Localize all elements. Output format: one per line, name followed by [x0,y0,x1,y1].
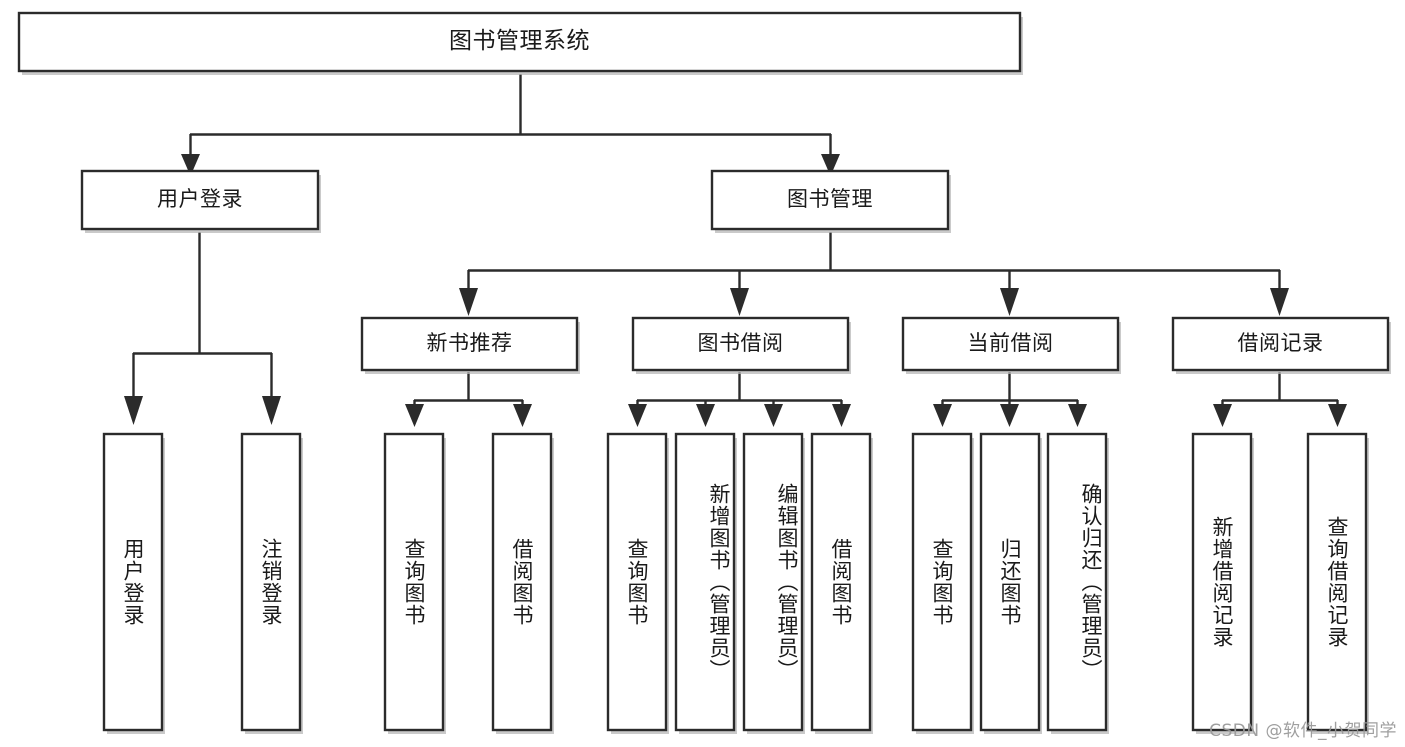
node-current-box[interactable] [901,316,1120,372]
arrow-head-to-borrow-book [730,288,749,316]
arrow-head-to-new-book [459,288,478,316]
arrow-head-to-leaf-query-record [1328,404,1347,427]
connector-records-to-leaves [1221,372,1339,410]
arrow-head-to-leaf-borrow-book-1 [513,404,532,427]
arrow-head-to-user-login [181,154,200,176]
leaf-add-record-box[interactable] [1191,432,1253,732]
leaf-edit-book-box[interactable] [742,432,804,732]
leaf-borrow-book-2-box[interactable] [810,432,872,732]
arrow-head-to-leaf-return-book [1000,404,1019,427]
connector-root-to-level1 [189,74,832,160]
arrow-head-to-current-borrow [1000,288,1019,316]
node-bookmgmt-box[interactable] [710,169,950,231]
arrow-head-to-leaf-edit-book [764,404,783,427]
leaf-return-book-box[interactable] [979,432,1041,732]
node-records-box[interactable] [1171,316,1390,372]
arrow-head-to-leaf-query-book-2 [628,404,647,427]
arrow-head-to-leaf-query-book-1 [405,404,424,427]
arrow-head-to-leaf-add-book [696,404,715,427]
node-login-box[interactable] [80,169,320,231]
connector-bookmgmt-to-level2 [467,232,1281,292]
arrow-head-to-leaf-query-book-3 [933,404,952,427]
connector-borrow-to-leaves [636,372,843,410]
leaf-user-login-box[interactable] [102,432,164,732]
arrow-head-to-borrow-records [1270,288,1289,316]
arrow-head-to-book-management [821,154,840,176]
arrow-head-to-leaf-confirm-return [1068,404,1087,427]
csdn-watermark: CSDN @软件_小贺同学 [1209,721,1397,741]
leaf-add-book-box[interactable] [674,432,736,732]
arrow-head-to-leaf-user-logout [262,396,281,425]
node-borrow-box[interactable] [631,316,850,372]
connector-newbook-to-leaves [413,372,524,410]
arrow-head-to-leaf-user-login [124,396,143,425]
connector-login-to-leaves [132,232,273,400]
leaf-borrow-book-1-box[interactable] [491,432,553,732]
leaf-query-book-2-box[interactable] [606,432,668,732]
leaf-user-logout-box[interactable] [240,432,302,732]
arrow-head-to-leaf-add-record [1213,404,1232,427]
arrow-head-to-leaf-borrow-book-2 [832,404,851,427]
node-root-box[interactable] [17,11,1022,73]
leaf-confirm-return-box[interactable] [1046,432,1108,732]
leaf-query-book-1-box[interactable] [383,432,445,732]
leaf-query-record-box[interactable] [1306,432,1368,732]
node-newbook-box[interactable] [360,316,579,372]
leaf-query-book-3-box[interactable] [911,432,973,732]
